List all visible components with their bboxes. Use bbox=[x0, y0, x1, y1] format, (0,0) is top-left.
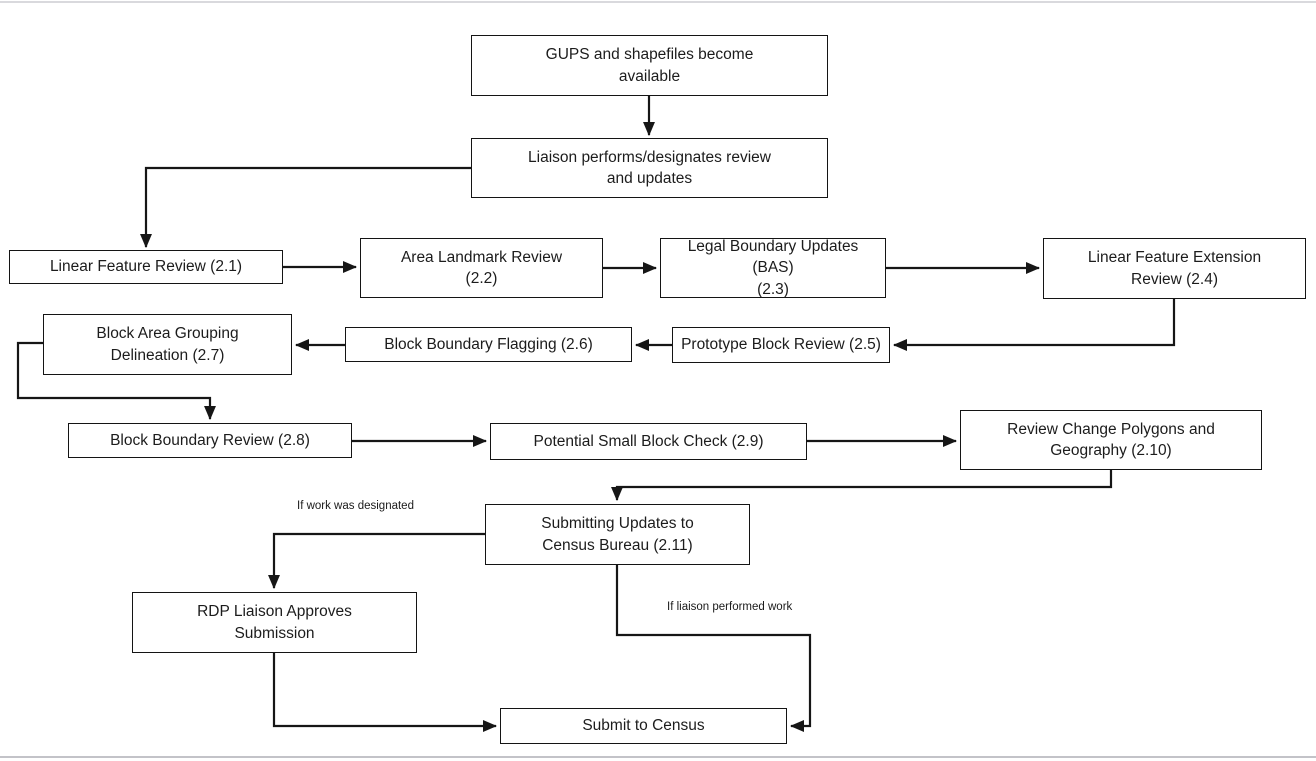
node-block-area-grouping-delineation-2-7: Block Area Grouping Delineation (2.7) bbox=[43, 314, 292, 375]
node-gups-shapefiles-available: GUPS and shapefiles become available bbox=[471, 35, 828, 96]
node-legal-boundary-updates-2-3: Legal Boundary Updates (BAS) (2.3) bbox=[660, 238, 886, 298]
node-block-boundary-flagging-2-6: Block Boundary Flagging (2.6) bbox=[345, 327, 632, 362]
node-submit-to-census: Submit to Census bbox=[500, 708, 787, 744]
connector-liaison-to-2-1 bbox=[139, 166, 471, 249]
node-submitting-updates-2-11: Submitting Updates to Census Bureau (2.1… bbox=[485, 504, 750, 565]
node-prototype-block-review-2-5: Prototype Block Review (2.5) bbox=[672, 327, 890, 363]
node-linear-feature-extension-review-2-4: Linear Feature Extension Review (2.4) bbox=[1043, 238, 1306, 299]
page-bottom-border bbox=[0, 756, 1316, 758]
edge-label-if-work-was-designated: If work was designated bbox=[297, 500, 414, 512]
page-top-border bbox=[0, 1, 1316, 3]
node-rdp-liaison-approves-submission: RDP Liaison Approves Submission bbox=[132, 592, 417, 653]
node-area-landmark-review-2-2: Area Landmark Review (2.2) bbox=[360, 238, 603, 298]
node-block-boundary-review-2-8: Block Boundary Review (2.8) bbox=[68, 423, 352, 458]
connector-2-4-to-2-5 bbox=[892, 299, 1176, 352]
node-review-change-polygons-2-10: Review Change Polygons and Geography (2.… bbox=[960, 410, 1262, 470]
node-linear-feature-review-2-1: Linear Feature Review (2.1) bbox=[9, 250, 283, 284]
node-potential-small-block-check-2-9: Potential Small Block Check (2.9) bbox=[490, 423, 807, 460]
connector-rdp-to-submit bbox=[272, 653, 498, 733]
connector-2-11-to-rdp bbox=[267, 532, 485, 590]
connector-2-10-to-2-11 bbox=[610, 470, 1113, 502]
node-liaison-performs-designates: Liaison performs/designates review and u… bbox=[471, 138, 828, 198]
connector-2-11-to-submit bbox=[615, 565, 812, 733]
edge-label-if-liaison-performed-work: If liaison performed work bbox=[667, 601, 793, 613]
